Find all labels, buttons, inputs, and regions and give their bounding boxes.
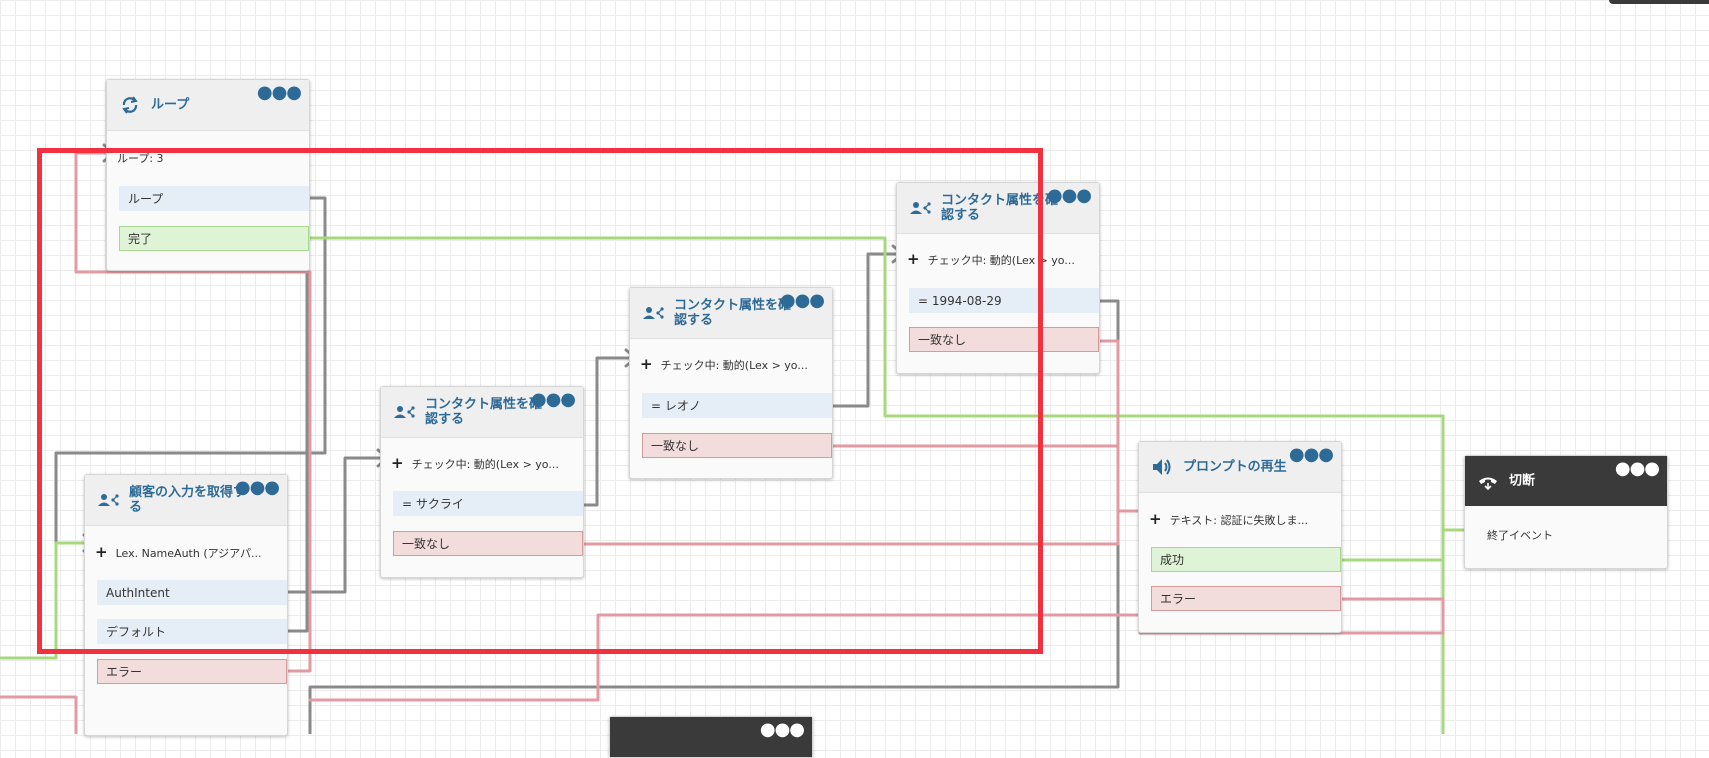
attribute-icon (642, 302, 664, 324)
plus-icon[interactable]: + (1149, 510, 1162, 528)
branch-error[interactable]: エラー (97, 659, 287, 684)
block-header[interactable]: コンタクト属性を確認する ●●● (381, 387, 583, 438)
branch-error[interactable]: エラー (1151, 586, 1341, 611)
branch-success[interactable]: 成功 (1151, 547, 1341, 572)
corner-block-edge (1609, 0, 1709, 4)
check-param: +チェック中: 動的(Lex > yo... (391, 454, 559, 472)
block-header[interactable]: 切断 ●●● (1465, 456, 1667, 506)
plus-icon[interactable]: + (907, 250, 920, 268)
attribute-icon (909, 197, 931, 219)
plus-icon[interactable]: + (95, 543, 108, 561)
block-title: コンタクト属性を確認する (941, 193, 1059, 223)
loop-param: ループ: 3 (117, 152, 164, 165)
disconnect-param: 終了イベント (1487, 529, 1553, 542)
block-header[interactable]: プロンプトの再生 ●●● (1139, 442, 1341, 493)
more-options-icon[interactable]: ●●● (1614, 458, 1660, 479)
disconnect-block[interactable]: 切断 ●●● 終了イベント (1464, 455, 1668, 569)
branch-reono[interactable]: = レオノ (642, 393, 832, 418)
wire-bottom-left-red (0, 695, 78, 734)
wire-complete-green (298, 236, 1477, 532)
more-options-icon[interactable]: ●●● (530, 389, 576, 410)
wire-nomatch1-red (573, 509, 1148, 546)
check-param: +チェック中: 動的(Lex > yo... (907, 250, 1075, 268)
wire-nomatch2-red (823, 444, 1120, 513)
get-customer-input-block[interactable]: 顧客の入力を取得する ●●● +Lex. NameAuth (アジアパ... A… (84, 474, 288, 736)
branch-loop[interactable]: ループ (119, 186, 309, 211)
attribute-icon (393, 401, 415, 423)
block-header[interactable]: 顧客の入力を取得する ●●● (85, 475, 287, 526)
plus-icon[interactable]: + (640, 355, 653, 373)
block-header[interactable]: ループ ●●● (107, 80, 309, 131)
branch-default[interactable]: デフォルト (97, 619, 287, 644)
block-header[interactable]: ●●● (610, 717, 812, 757)
play-prompt-block[interactable]: プロンプトの再生 ●●● +テキスト: 認証に失敗しま... 成功 エラー (1138, 441, 1342, 633)
wire-left-green (0, 541, 94, 660)
check-param: +チェック中: 動的(Lex > yo... (640, 355, 808, 373)
block-title: 切断 (1509, 473, 1536, 489)
more-options-icon[interactable]: ●●● (1288, 444, 1334, 465)
more-options-icon[interactable]: ●●● (759, 719, 805, 740)
branch-date[interactable]: = 1994-08-29 (909, 288, 1099, 313)
block-title: プロンプトの再生 (1183, 459, 1287, 475)
input-param: +Lex. NameAuth (アジアパ... (95, 543, 262, 561)
phone-hangup-icon (1477, 470, 1499, 492)
branch-sakurai[interactable]: = サクライ (393, 491, 583, 516)
check-attribute-block-1[interactable]: コンタクト属性を確認する ●●● +チェック中: 動的(Lex > yo... … (380, 386, 584, 578)
branch-complete[interactable]: 完了 (119, 226, 309, 251)
more-options-icon[interactable]: ●●● (256, 82, 302, 103)
wire-authintent-to-check1 (278, 456, 387, 594)
wire-reono-to-check3 (823, 252, 902, 408)
wire-sakurai-to-check2 (573, 356, 635, 507)
wire-success-green (1331, 528, 1445, 562)
prompt-param: +テキスト: 認証に失敗しま... (1149, 510, 1308, 528)
loop-block[interactable]: ループ ●●● ループ: 3 ループ 完了 (106, 79, 310, 271)
wire-check3-match-out (308, 299, 1120, 734)
wire-loop-back-red (74, 151, 312, 278)
partial-block-bottom[interactable]: ●●● (609, 716, 813, 758)
plus-icon[interactable]: + (391, 454, 404, 472)
check-attribute-block-3[interactable]: コンタクト属性を確認する ●●● +チェック中: 動的(Lex > yo... … (896, 182, 1100, 374)
more-options-icon[interactable]: ●●● (234, 477, 280, 498)
block-title: ループ (151, 97, 190, 113)
speaker-icon (1151, 456, 1173, 478)
check-attribute-block-2[interactable]: コンタクト属性を確認する ●●● +チェック中: 動的(Lex > yo... … (629, 287, 833, 479)
block-header[interactable]: コンタクト属性を確認する ●●● (897, 183, 1099, 234)
wire-error-red (278, 274, 312, 673)
block-header[interactable]: コンタクト属性を確認する ●●● (630, 288, 832, 339)
branch-no-match[interactable]: 一致なし (642, 433, 832, 458)
more-options-icon[interactable]: ●●● (779, 290, 825, 311)
block-title: コンタクト属性を確認する (425, 397, 543, 427)
block-title: 顧客の入力を取得する (129, 485, 247, 515)
loop-icon (119, 94, 141, 116)
branch-no-match[interactable]: 一致なし (393, 531, 583, 556)
branch-no-match[interactable]: 一致なし (909, 327, 1099, 352)
block-title: コンタクト属性を確認する (674, 298, 792, 328)
branch-authintent[interactable]: AuthIntent (97, 580, 287, 605)
more-options-icon[interactable]: ●●● (1046, 185, 1092, 206)
input-icon (97, 489, 119, 511)
